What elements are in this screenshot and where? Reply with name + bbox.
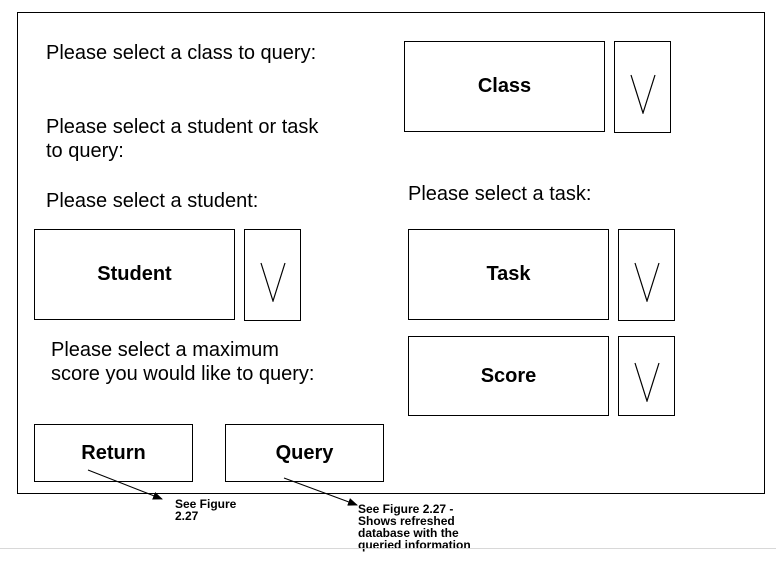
- mockup-frame: [17, 12, 765, 494]
- chevron-down-icon: [259, 263, 286, 303]
- select-student-or-task-label: Please select a student or task to query…: [46, 116, 319, 162]
- select-class-label: Please select a class to query:: [46, 42, 317, 64]
- task-dropdown[interactable]: Task: [408, 229, 609, 320]
- task-dropdown-toggle[interactable]: [618, 229, 675, 321]
- select-max-score-label: Please select a maximum score you would …: [51, 339, 315, 385]
- score-dropdown[interactable]: Score: [408, 336, 609, 416]
- student-dropdown[interactable]: Student: [34, 229, 235, 320]
- return-annotation-note: See Figure 2.27: [175, 497, 237, 523]
- chevron-down-icon: [633, 363, 660, 403]
- score-dropdown-toggle[interactable]: [618, 336, 675, 416]
- query-button[interactable]: Query: [225, 424, 384, 482]
- select-task-label: Please select a task:: [408, 183, 592, 205]
- student-dropdown-toggle[interactable]: [244, 229, 301, 321]
- class-dropdown[interactable]: Class: [404, 41, 605, 132]
- select-student-label: Please select a student:: [46, 190, 259, 212]
- return-button[interactable]: Return: [34, 424, 193, 482]
- chevron-down-icon: [629, 75, 656, 115]
- chevron-down-icon: [633, 263, 660, 303]
- class-dropdown-toggle[interactable]: [614, 41, 671, 133]
- query-annotation-note: See Figure 2.27 - Shows refreshed databa…: [358, 502, 471, 552]
- page-divider: [0, 548, 776, 549]
